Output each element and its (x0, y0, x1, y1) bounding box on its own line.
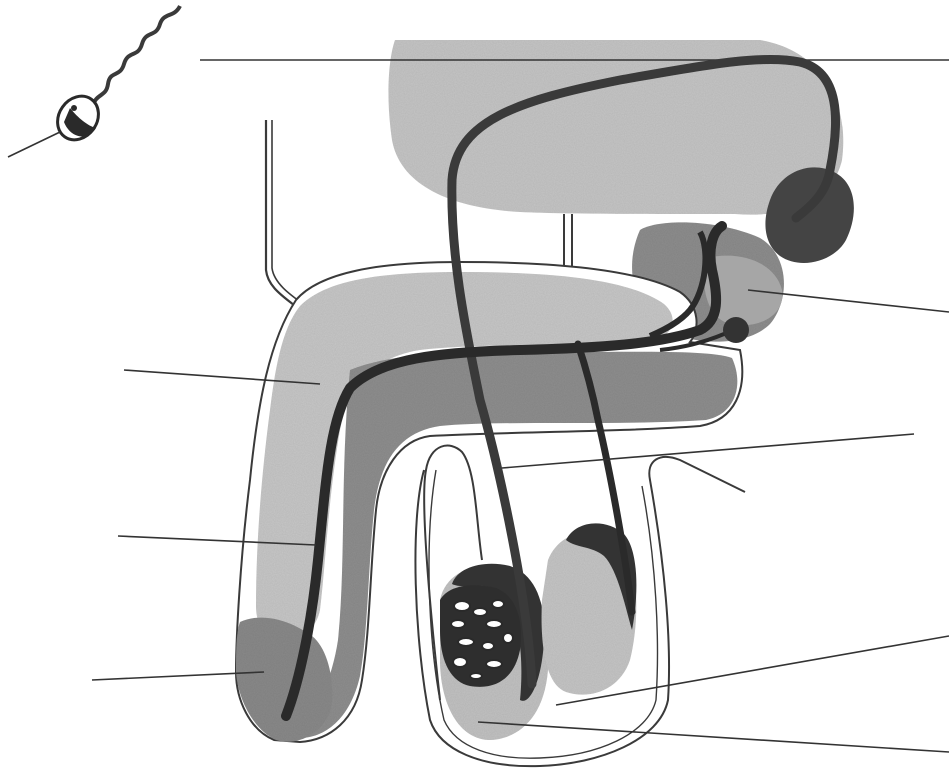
bladder (388, 40, 843, 215)
leader-line-testis (478, 722, 949, 752)
pelvic-bone (564, 214, 572, 268)
sperm-cell-icon (8, 6, 180, 157)
leader-line-vas-deferens (502, 434, 914, 468)
seminiferous-tubules (440, 585, 521, 687)
bulbourethral-gland (723, 317, 749, 343)
